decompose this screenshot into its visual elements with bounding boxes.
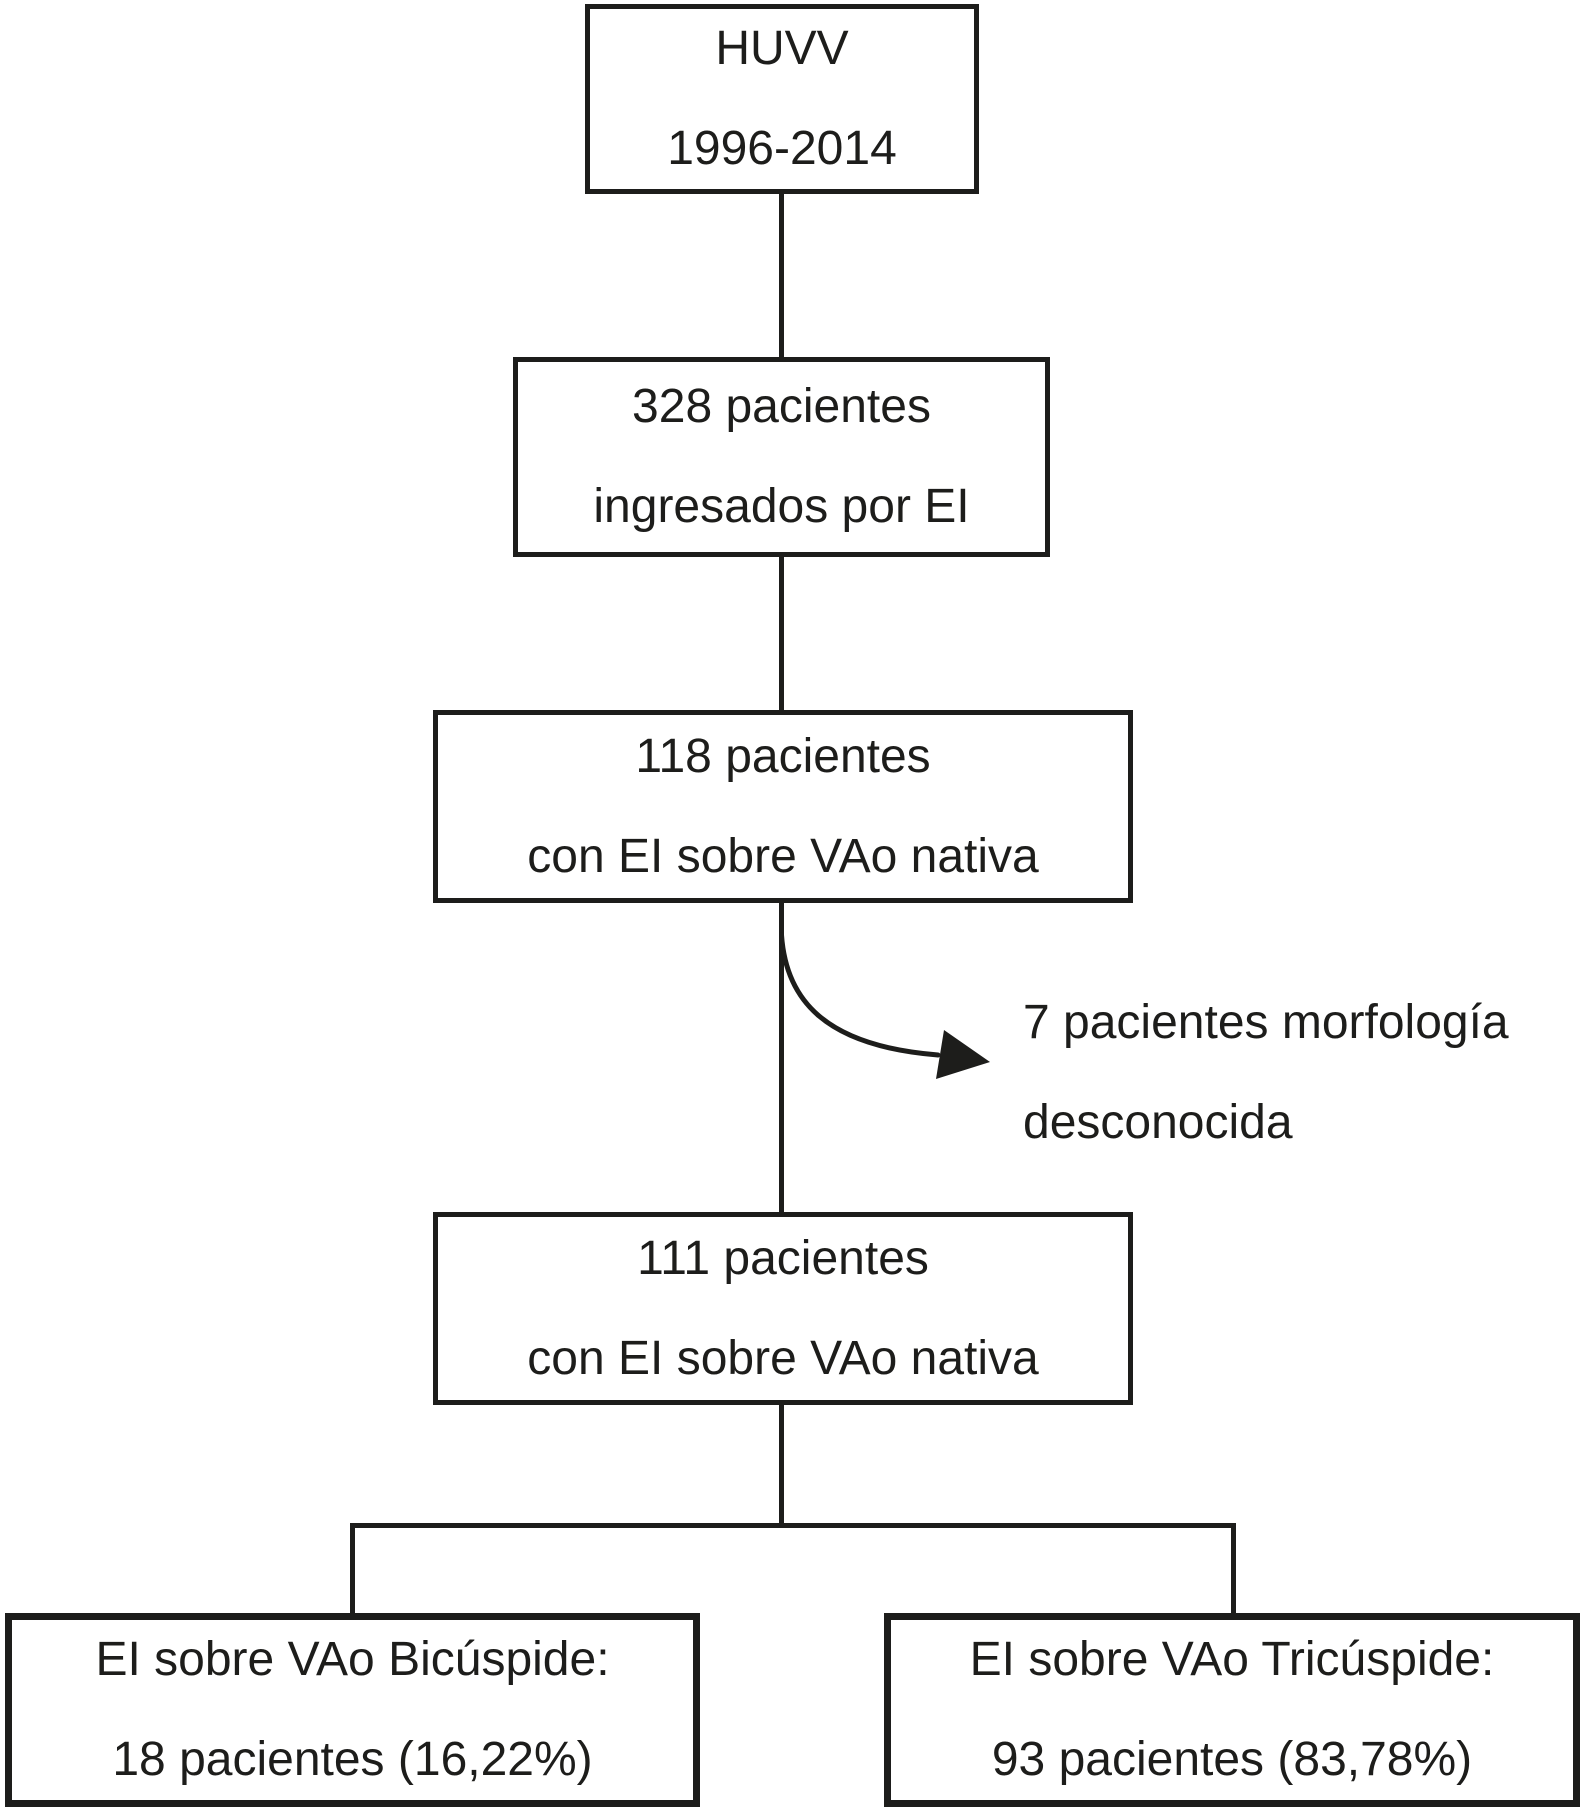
box-huvv-line1: HUVV [715, 22, 849, 75]
box-admitted-328: 328 pacientes ingresados por EI [513, 357, 1050, 557]
box-native-111: 111 pacientes con EI sobre VAo nativa [433, 1212, 1133, 1405]
box-native118-line2: con EI sobre VAo nativa [527, 829, 1039, 883]
connector-admitted-native118 [779, 553, 784, 715]
box-bicuspid-line2: 18 pacientes (16,22%) [112, 1733, 593, 1786]
box-tricuspid: EI sobre VAo Tricúspide: 93 pacientes (8… [884, 1613, 1580, 1807]
branch-vertical-left [350, 1523, 355, 1617]
box-native118-line1: 118 pacientes [635, 729, 931, 783]
exclusion-arrowhead-icon [936, 1030, 990, 1079]
box-bicuspid: EI sobre VAo Bicúspide: 18 pacientes (16… [5, 1613, 700, 1807]
box-tricuspid-line1: EI sobre VAo Tricúspide: [969, 1633, 1495, 1686]
box-huvv: HUVV 1996-2014 [585, 4, 979, 194]
box-native-118: 118 pacientes con EI sobre VAo nativa [433, 710, 1133, 903]
branch-horizontal-line [350, 1523, 1236, 1528]
box-tricuspid-line2: 93 pacientes (83,78%) [991, 1733, 1473, 1786]
connector-native118-native111 [779, 899, 784, 1217]
box-admitted-line2: ingresados por EI [593, 480, 970, 533]
branch-vertical-right [1231, 1523, 1236, 1617]
box-bicuspid-line1: EI sobre VAo Bicúspide: [95, 1633, 610, 1686]
exclusion-note-line1: 7 pacientes morfología [1023, 996, 1509, 1049]
exclusion-arrow-curve [779, 932, 941, 1058]
box-huvv-line2: 1996-2014 [667, 122, 897, 175]
exclusion-note: 7 pacientes morfología desconocida [1023, 973, 1509, 1173]
box-native111-line2: con EI sobre VAo nativa [527, 1331, 1039, 1385]
exclusion-note-line2: desconocida [1023, 1096, 1293, 1149]
connector-huvv-admitted [779, 190, 784, 362]
connector-native111-branch [779, 1401, 784, 1528]
box-native111-line1: 111 pacientes [637, 1231, 929, 1285]
box-admitted-line1: 328 pacientes [632, 380, 931, 433]
